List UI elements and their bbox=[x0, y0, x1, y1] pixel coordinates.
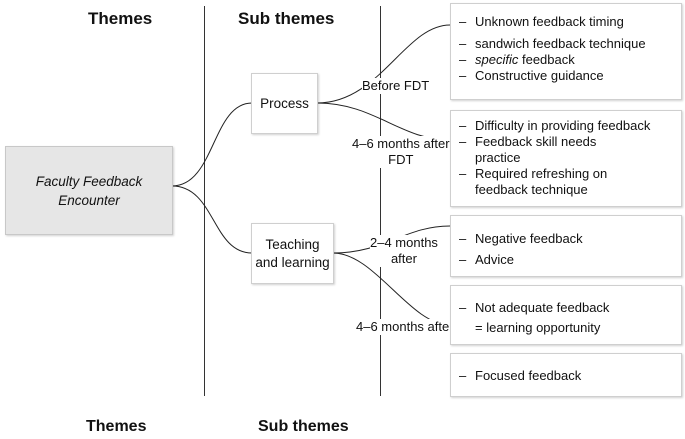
subtheme-label-process: Process bbox=[260, 95, 309, 111]
edge-label-before-fdt: Before FDT bbox=[362, 78, 430, 94]
header-themes-bottom: Themes bbox=[86, 418, 147, 435]
list-item: –Focused feedback bbox=[459, 368, 582, 383]
subtheme-box-process: Process bbox=[251, 73, 318, 134]
list-item: –Unknown feedback timing bbox=[459, 14, 624, 29]
edge-label-2-4-line2: after bbox=[390, 251, 417, 266]
link-theme-process bbox=[171, 102, 253, 187]
link-process-before bbox=[316, 24, 451, 104]
edge-label-after-4-6-fdt: 4–6 months after FDT bbox=[352, 136, 450, 168]
outcome-box-after-fdt: –Difficulty in providing feedback –Feedb… bbox=[450, 110, 682, 207]
theme-label-line1: Faculty Feedback bbox=[35, 173, 143, 189]
outcome-box-4-6-months: –Not adequate feedback = learning opport… bbox=[450, 285, 682, 345]
theme-box-faculty-feedback: Faculty Feedback Encounter bbox=[5, 146, 173, 235]
list-item: –sandwich feedback technique bbox=[459, 36, 646, 51]
list-item: –Difficulty in providing feedback bbox=[459, 118, 651, 133]
outcome-box-focused: –Focused feedback bbox=[450, 353, 682, 397]
list-item: = learning opportunity bbox=[475, 320, 601, 335]
list-item: –Negative feedback bbox=[459, 231, 583, 246]
list-item: –specific feedback bbox=[459, 52, 575, 67]
divider-line-right bbox=[380, 6, 381, 396]
theme-label-line2: Encounter bbox=[58, 192, 120, 208]
subtheme-label-teaching-line1: Teaching bbox=[265, 236, 320, 252]
edge-label-after-4-6-line1: 4–6 months after bbox=[352, 136, 450, 151]
link-theme-teaching bbox=[171, 185, 253, 254]
subtheme-label-teaching-line2: and learning bbox=[255, 254, 330, 270]
header-subthemes-top: Sub themes bbox=[238, 9, 335, 28]
edge-label-4-6-months: 4–6 months after bbox=[356, 319, 454, 335]
edge-label-after-4-6-line2: FDT bbox=[388, 152, 414, 167]
edge-label-2-4-months: 2–4 months after bbox=[370, 235, 438, 267]
divider-line-left bbox=[204, 6, 205, 396]
edge-label-2-4-line1: 2–4 months bbox=[370, 235, 438, 250]
header-subthemes-bottom: Sub themes bbox=[258, 418, 349, 435]
outcome-box-2-4-months: –Negative feedback –Advice bbox=[450, 215, 682, 277]
list-item: –Not adequate feedback bbox=[459, 300, 610, 315]
list-item: –Advice bbox=[459, 252, 515, 267]
subtheme-box-teaching-learning: Teaching and learning bbox=[251, 223, 334, 284]
outcome-box-before-fdt: –Unknown feedback timing –sandwich feedb… bbox=[450, 3, 682, 100]
header-themes-top: Themes bbox=[88, 9, 153, 28]
list-item: –Constructive guidance bbox=[459, 68, 604, 83]
link-process-after bbox=[316, 102, 451, 141]
